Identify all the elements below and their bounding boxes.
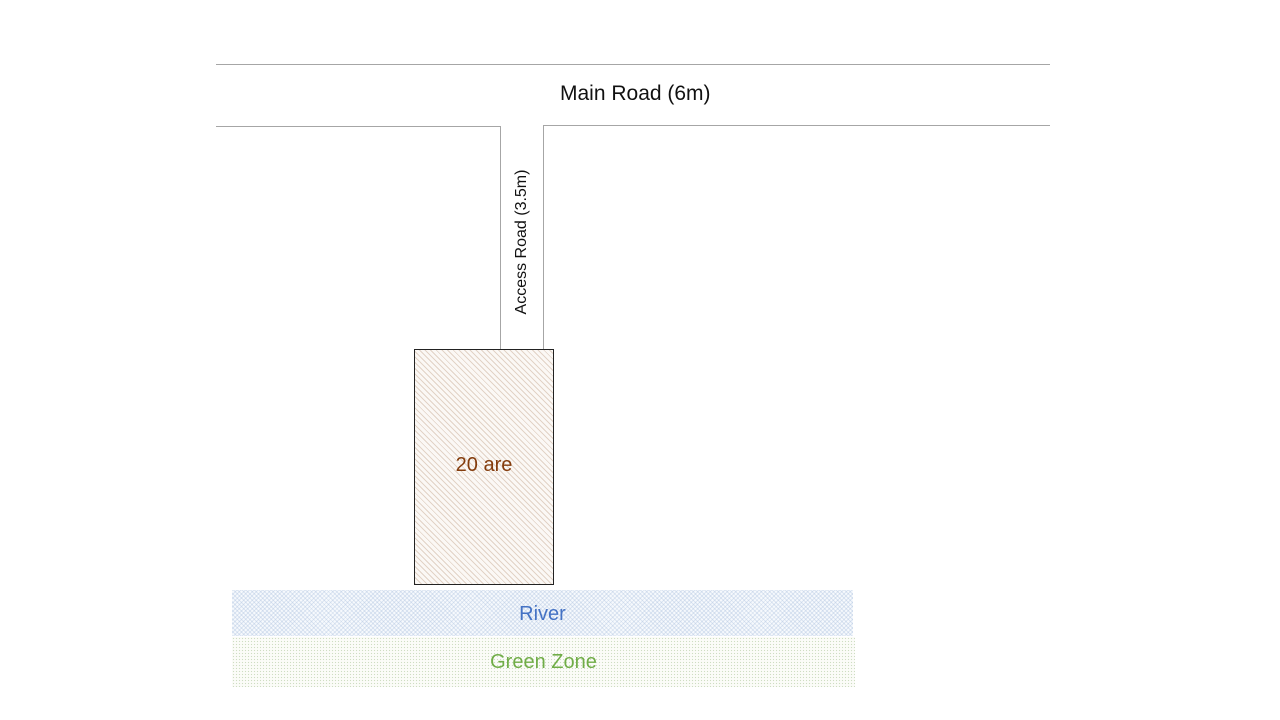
access-road-left-edge [500,126,501,349]
main-road-label: Main Road (6m) [560,82,711,105]
main-road-bottom-edge-left [216,126,501,127]
river-label: River [519,603,566,625]
river-zone: River [232,590,853,636]
access-road-label: Access Road (3.5m) [513,169,530,315]
main-road-top-edge [216,64,1050,65]
plot-area-label: 20 are [455,454,513,476]
green-zone-label: Green Zone [490,651,597,673]
main-road-bottom-edge-right [543,125,1050,126]
plot-area: 20 are [414,349,554,585]
access-road-right-edge [543,125,544,349]
green-zone: Green Zone [232,637,855,687]
